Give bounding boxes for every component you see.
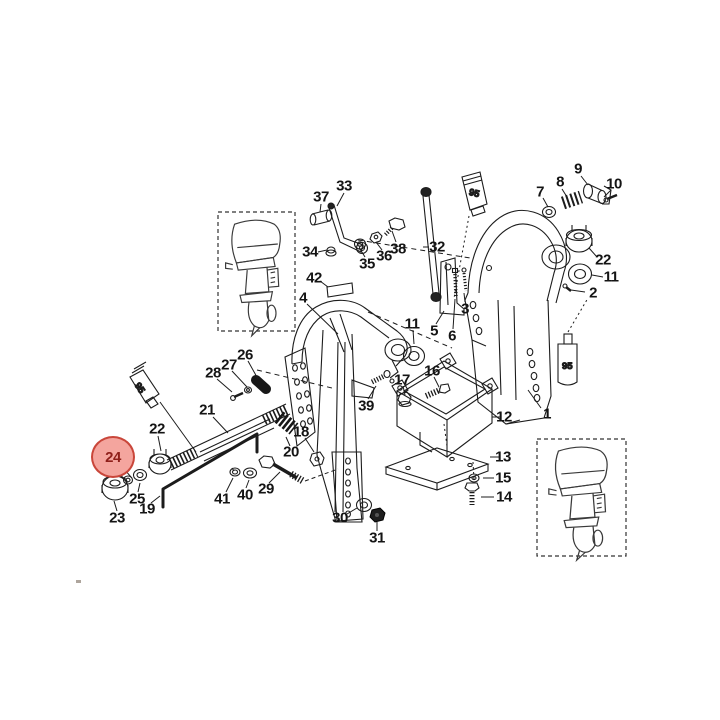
decal-part-42 [326, 282, 354, 298]
callout-4[interactable]: 4 [299, 289, 307, 307]
callout-34[interactable]: 34 [302, 243, 318, 261]
bolt-part-29 [258, 455, 305, 485]
assembly-guide-lines [256, 215, 589, 482]
callout-24-highlighted[interactable]: 24 [91, 436, 135, 478]
swivel-bracket-part-4 [284, 299, 426, 523]
callout-25[interactable]: 25 [129, 490, 145, 508]
inset-motor-top-left [217, 211, 296, 338]
nut-part-17 [397, 391, 412, 408]
pin-part-3 [461, 267, 468, 292]
callout-19[interactable]: 19 [139, 500, 155, 518]
stern-bracket-part-12 [391, 352, 499, 458]
callout-29[interactable]: 29 [258, 480, 274, 498]
callout-8[interactable]: 8 [556, 173, 564, 191]
nut-part-18 [309, 451, 325, 467]
callout-39[interactable]: 39 [358, 397, 374, 415]
callout-36[interactable]: 36 [376, 247, 392, 265]
washer-part-25 [132, 468, 148, 482]
callout-9[interactable]: 9 [574, 160, 582, 178]
link-rod-part-32 [420, 186, 442, 303]
callout-14[interactable]: 14 [496, 488, 512, 506]
callout-7[interactable]: 7 [536, 183, 544, 201]
inset-motor-bottom-right [536, 438, 627, 563]
callout-30[interactable]: 30 [332, 509, 348, 527]
screw-part-2 [562, 283, 572, 292]
locknut-part-22-right [565, 225, 593, 253]
screw-part-28 [230, 391, 244, 401]
callout-18[interactable]: 18 [293, 423, 309, 441]
callout-16[interactable]: 16 [424, 362, 440, 380]
callout-11[interactable]: 11 [603, 268, 619, 286]
spring-part-20 [274, 411, 299, 435]
cap-part-26 [251, 375, 271, 394]
spring-part-8 [560, 190, 584, 210]
callout-2[interactable]: 2 [589, 284, 597, 302]
callout-31[interactable]: 31 [369, 529, 385, 547]
clamp-bracket-part-1 [464, 209, 571, 425]
callout-22[interactable]: 22 [595, 251, 611, 269]
bolt-part-16 [424, 383, 451, 399]
bracket-part-5 [439, 257, 465, 316]
callout-10[interactable]: 10 [606, 175, 622, 193]
washer-part-11-right [567, 263, 593, 285]
washer-part-40 [242, 467, 258, 479]
callout-38[interactable]: 38 [390, 240, 406, 258]
screw-part-39 [370, 369, 391, 385]
callout-15[interactable]: 15 [495, 469, 511, 487]
grommet-part-7 [541, 205, 557, 219]
nut-part-31 [369, 507, 386, 523]
callout-27[interactable]: 27 [221, 356, 237, 374]
bolt-part-14 [464, 482, 480, 505]
callout-28[interactable]: 28 [205, 364, 221, 382]
bolt-part-10 [603, 193, 618, 203]
ring-part-41 [229, 467, 241, 477]
callout-26[interactable]: 26 [237, 346, 253, 364]
tube-95-label: 95 [562, 361, 573, 372]
callout-1[interactable]: 1 [543, 405, 551, 423]
washer-part-11-center [402, 345, 426, 367]
lubricant-tube-right: 95 [557, 333, 578, 386]
locknut-part-22-left [148, 449, 172, 475]
callout-33[interactable]: 33 [336, 177, 352, 195]
callout-6[interactable]: 6 [448, 327, 456, 345]
tube-95-label: 95 [468, 187, 482, 200]
callout-35[interactable]: 35 [359, 255, 375, 273]
lubricant-tube-left: 95 [129, 361, 160, 409]
bushing-part-37 [309, 209, 333, 226]
screw-part-6 [451, 267, 459, 297]
callout-21[interactable]: 21 [199, 401, 215, 419]
washer-part-30 [355, 497, 373, 513]
callout-20[interactable]: 20 [283, 443, 299, 461]
callout-42[interactable]: 42 [306, 269, 322, 287]
steering-rod-part-19 [161, 432, 259, 509]
callout-13[interactable]: 13 [495, 448, 511, 466]
bolt-part-38 [383, 217, 406, 237]
callout-41[interactable]: 41 [214, 490, 230, 508]
callout-37[interactable]: 37 [313, 188, 329, 206]
nut-part-36 [369, 231, 383, 244]
callout-11[interactable]: 11 [404, 315, 420, 333]
callout-23[interactable]: 23 [109, 509, 125, 527]
callout-17[interactable]: 17 [394, 371, 410, 389]
callout-32[interactable]: 32 [429, 238, 445, 256]
callout-5[interactable]: 5 [430, 322, 438, 340]
mounting-plate-part-13 [384, 447, 490, 491]
leader-lines [113, 175, 612, 531]
callout-12[interactable]: 12 [496, 408, 512, 426]
callout-40[interactable]: 40 [237, 486, 253, 504]
stray-mark [76, 580, 81, 583]
fastener-part-34 [325, 246, 337, 257]
callout-22[interactable]: 22 [149, 420, 165, 438]
lock-washer-part-15 [468, 473, 480, 483]
callout-3[interactable]: 3 [461, 300, 469, 318]
ring-part-27 [243, 386, 253, 394]
lubricant-tube-top: 95 [461, 171, 488, 217]
